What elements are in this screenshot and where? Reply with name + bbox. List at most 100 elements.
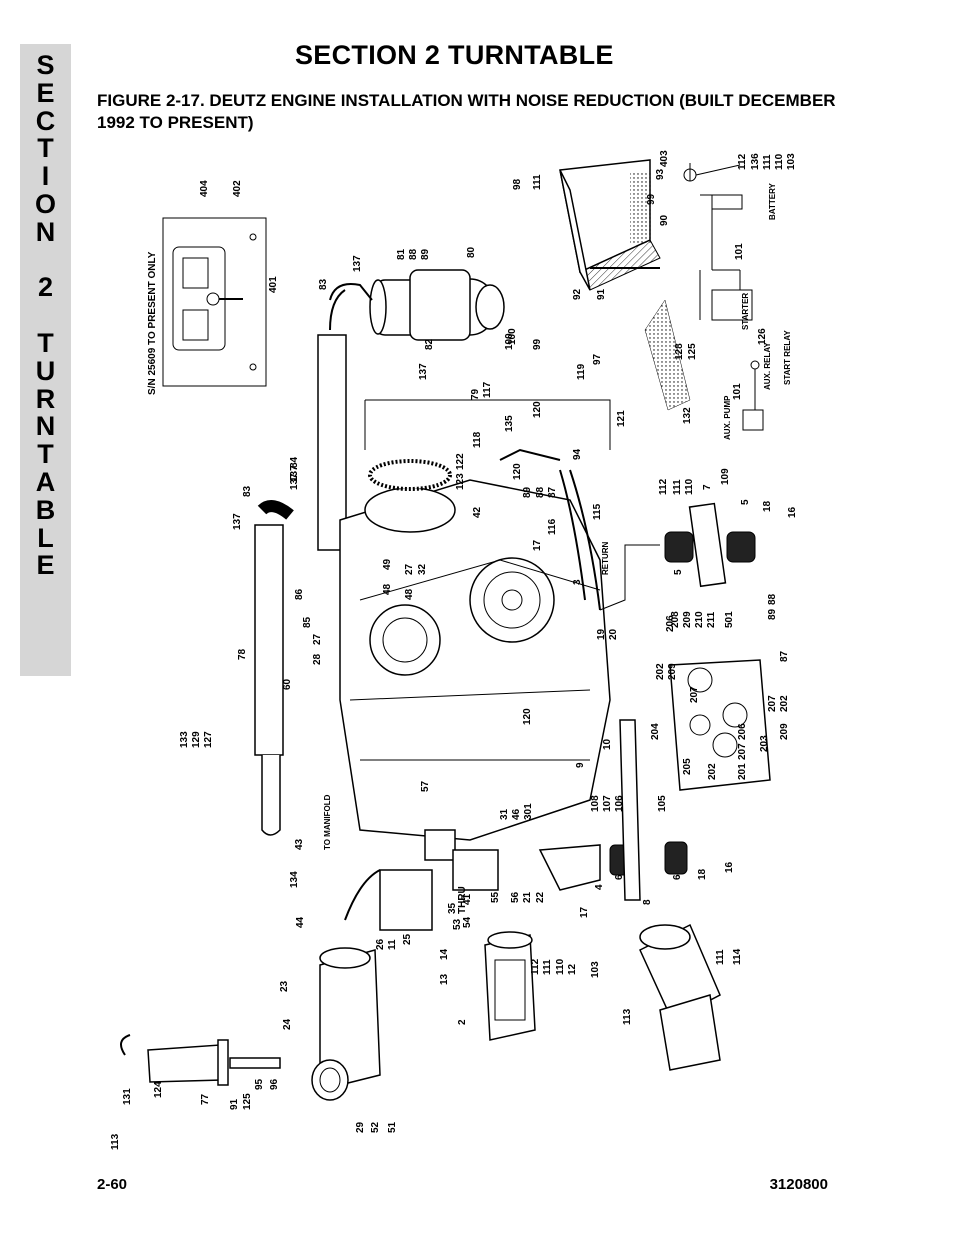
callout-label: 112 [737, 153, 748, 170]
callout-label: 80 [466, 246, 477, 258]
callout-label: 89 [420, 248, 431, 260]
callout-label: 209 [667, 663, 678, 680]
callout-label: 41 [462, 893, 473, 905]
callout-label: 100 [507, 328, 518, 345]
muffler [311, 869, 433, 1101]
callout-label: 123 [455, 473, 466, 490]
callout-label: 19 [596, 628, 607, 640]
callout-label: 14 [439, 948, 450, 960]
hydraulic-pump [484, 931, 536, 1041]
callout-label: 127 [203, 731, 214, 748]
callout-label: 77 [200, 1093, 211, 1105]
aux-pump-note: AUX. PUMP [723, 395, 732, 440]
callout-label: 108 [590, 795, 601, 812]
callout-label: 96 [269, 1078, 280, 1090]
callout-label: 209 [682, 611, 693, 628]
callout-label: 6 [672, 874, 683, 880]
callout-label: 202 [779, 695, 790, 712]
callout-label: 210 [694, 611, 705, 628]
callout-label: 203 [759, 735, 770, 752]
callout-label: 208 [670, 611, 681, 628]
callout-label: 16 [787, 506, 798, 518]
side-tab-letter: C [35, 105, 56, 136]
callout-label: 99 [532, 338, 543, 350]
callout-label: 129 [191, 731, 202, 748]
callout-label: 204 [650, 723, 661, 740]
callout-label: 6 [614, 874, 625, 880]
callout-label: 92 [572, 288, 583, 300]
callout-label: 2 [457, 1019, 468, 1025]
callout-label: 103 [786, 153, 797, 170]
battery-note: BATTERY [768, 182, 777, 220]
side-tab-letter: N [35, 411, 56, 442]
callout-label: 24 [282, 1018, 293, 1030]
callout-label: 89 [767, 608, 778, 620]
engine-block [339, 459, 611, 891]
callout-label: 26 [375, 938, 386, 950]
callout-label: 120 [532, 401, 543, 418]
callout-label: 116 [547, 518, 558, 535]
callout-label: 88 [408, 248, 419, 260]
callout-label: 101 [732, 383, 743, 400]
side-tab-letter: E [36, 550, 55, 581]
side-tab-letter: E [36, 77, 55, 108]
callout-label: 35 [447, 902, 458, 914]
callout-label: 202 [707, 763, 718, 780]
callout-label: 103 [590, 961, 601, 978]
callout-label: 206 [665, 615, 676, 632]
electrical-schematic [683, 163, 764, 431]
side-tab-letter: A [35, 466, 56, 497]
callout-label: 23 [279, 980, 290, 992]
callout-label: 97 [592, 353, 603, 365]
callout-label: 22 [535, 891, 546, 903]
callout-label: 101 [734, 243, 745, 260]
callout-label: 137 [289, 473, 300, 490]
callout-label: 128 [674, 343, 685, 360]
hydraulic-lines [344, 399, 660, 921]
side-tab-letter: B [35, 494, 56, 525]
solenoid-panel [669, 659, 771, 791]
callout-label: 78 [237, 648, 248, 660]
section-title: SECTION 2 TURNTABLE [295, 40, 614, 70]
callout-label: 404 [199, 180, 210, 197]
callout-label: 94 [572, 448, 583, 460]
callout-label: 111 [672, 479, 683, 495]
callout-label: 83 [242, 485, 253, 497]
callout-label: 209 [779, 723, 790, 740]
callout-label: 207 [767, 695, 778, 712]
side-tab-letter: N [35, 216, 56, 247]
callout-label: 51 [387, 1121, 398, 1133]
callout-label: 87 [547, 486, 558, 498]
callout-label: 112 [530, 958, 541, 975]
callout-label: 113 [622, 1008, 633, 1025]
callout-label: 402 [232, 180, 243, 197]
engine-mounts [538, 502, 756, 901]
side-tab-letter: R [35, 383, 56, 414]
callout-label: 12 [567, 963, 578, 975]
callout-label: 7 [702, 484, 713, 490]
callout-label: 48 [382, 583, 393, 595]
callout-label: 137 [418, 363, 429, 380]
document-number: 3120800 [769, 1176, 828, 1193]
side-tab-letter: U [35, 355, 56, 386]
callout-label: 501 [724, 611, 735, 628]
callout-label: 28 [312, 653, 323, 665]
to-manifold-note: TO MANIFOLD [323, 794, 332, 850]
sn-inset-panel [162, 217, 267, 387]
callout-label: 135 [504, 415, 515, 432]
callout-label: 42 [472, 506, 483, 518]
callout-label: 126 [757, 328, 768, 345]
side-tab-letter: O [34, 188, 56, 219]
callout-label: 117 [482, 381, 493, 398]
callout-label: 100 [504, 333, 515, 350]
callout-label: 25 [402, 933, 413, 945]
callout-label: 53 [452, 918, 463, 930]
callout-label: 88 [767, 593, 778, 605]
callout-label: 17 [579, 906, 590, 918]
callout-label: 48 [404, 588, 415, 600]
side-tab-letter: S [36, 50, 55, 80]
callout-label: 207 [689, 686, 700, 703]
callout-label: 5 [740, 499, 751, 505]
